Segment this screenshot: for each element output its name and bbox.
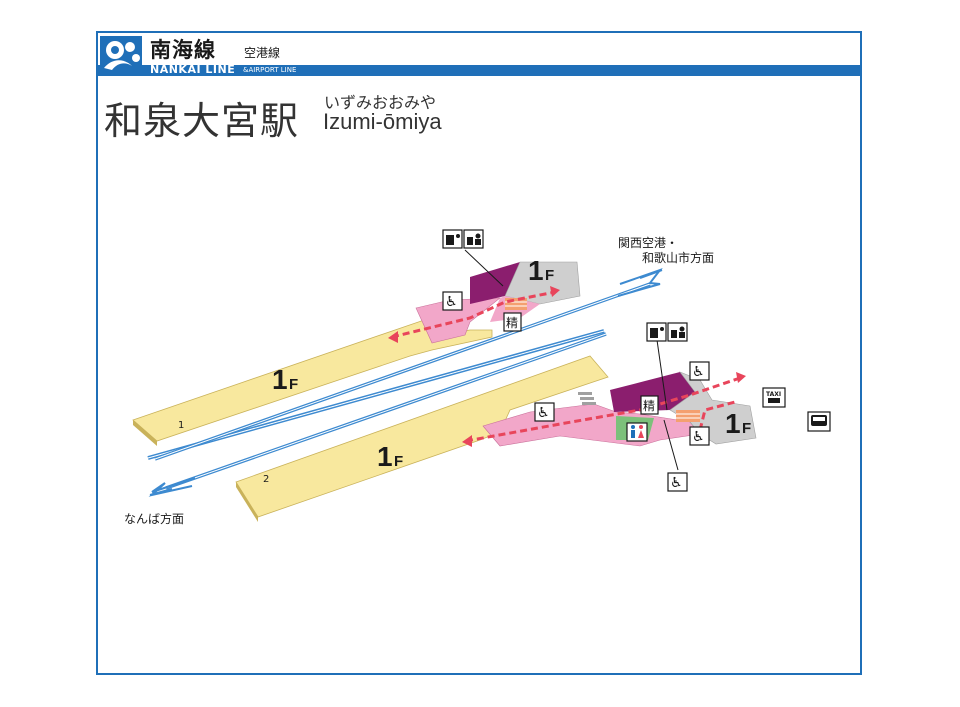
floor-suffix-platform-2: F	[394, 453, 403, 470]
brand-bar	[98, 65, 860, 76]
fare-adjustment-icon	[463, 229, 484, 249]
north-station-building	[415, 261, 581, 344]
direction-down: なんば方面	[124, 512, 185, 526]
floor-suffix-platform-1: F	[289, 376, 298, 393]
ticket-machine-icon	[442, 229, 463, 249]
fare-adjust-sign: 精	[503, 312, 522, 332]
ticket-machine-icon	[646, 322, 667, 342]
station-name-roman: Izumi-ōmiya	[323, 109, 442, 134]
direction-arrow-up	[617, 267, 663, 297]
wheelchair-icon: ♿	[689, 426, 710, 446]
brand-main: NANKAI LINE	[150, 63, 236, 76]
map-frame	[96, 31, 862, 675]
svg-text:精: 精	[643, 399, 655, 413]
platform-2-number: 2	[263, 474, 269, 485]
direction-arrow-down	[148, 477, 196, 497]
stairs-icon	[578, 392, 596, 405]
wheelchair-icon: ♿	[689, 361, 710, 381]
track-1	[147, 329, 605, 460]
wheelchair-icon: ♿	[442, 291, 463, 311]
route-arrows	[391, 290, 741, 443]
floor-suffix-south: F	[742, 420, 751, 437]
svg-text:♿: ♿	[692, 429, 705, 445]
floor-label-north: 1	[528, 255, 544, 286]
taxi-icon: TAXI	[762, 387, 786, 408]
svg-text:♿: ♿	[537, 405, 550, 421]
bus-icon	[807, 411, 831, 432]
direction-up-line2: 和歌山市方面	[642, 251, 715, 265]
wheelchair-icon: ♿	[667, 472, 688, 492]
leader-lines	[464, 249, 679, 471]
station-name-kana: いずみおおみや	[324, 93, 437, 112]
line-sub: 空港線	[244, 46, 281, 60]
brand-sub: &AIRPORT LINE	[243, 66, 297, 74]
svg-text:♿: ♿	[445, 294, 458, 310]
fare-adjustment-icon	[667, 322, 688, 342]
floor-label-platform-1: 1	[272, 364, 288, 395]
toilet-icon	[626, 422, 648, 442]
svg-text:TAXI: TAXI	[766, 391, 781, 398]
station-name-kanji: 和泉大宮駅	[104, 99, 300, 143]
wheelchair-icon: ♿	[534, 402, 555, 422]
direction-up-line1: 関西空港・	[618, 236, 679, 250]
fare-adjust-sign: 精	[640, 395, 659, 415]
floor-suffix-north: F	[545, 267, 554, 284]
line-name: 南海線	[150, 38, 216, 62]
floor-label-south: 1	[725, 408, 741, 439]
floor-label-platform-2: 1	[377, 441, 393, 472]
svg-text:♿: ♿	[670, 475, 683, 491]
platform-1-number: 1	[178, 420, 184, 431]
svg-text:♿: ♿	[692, 364, 705, 380]
nankai-logo-icon	[100, 36, 142, 74]
svg-text:精: 精	[506, 316, 518, 330]
route-arrowheads	[388, 286, 746, 447]
